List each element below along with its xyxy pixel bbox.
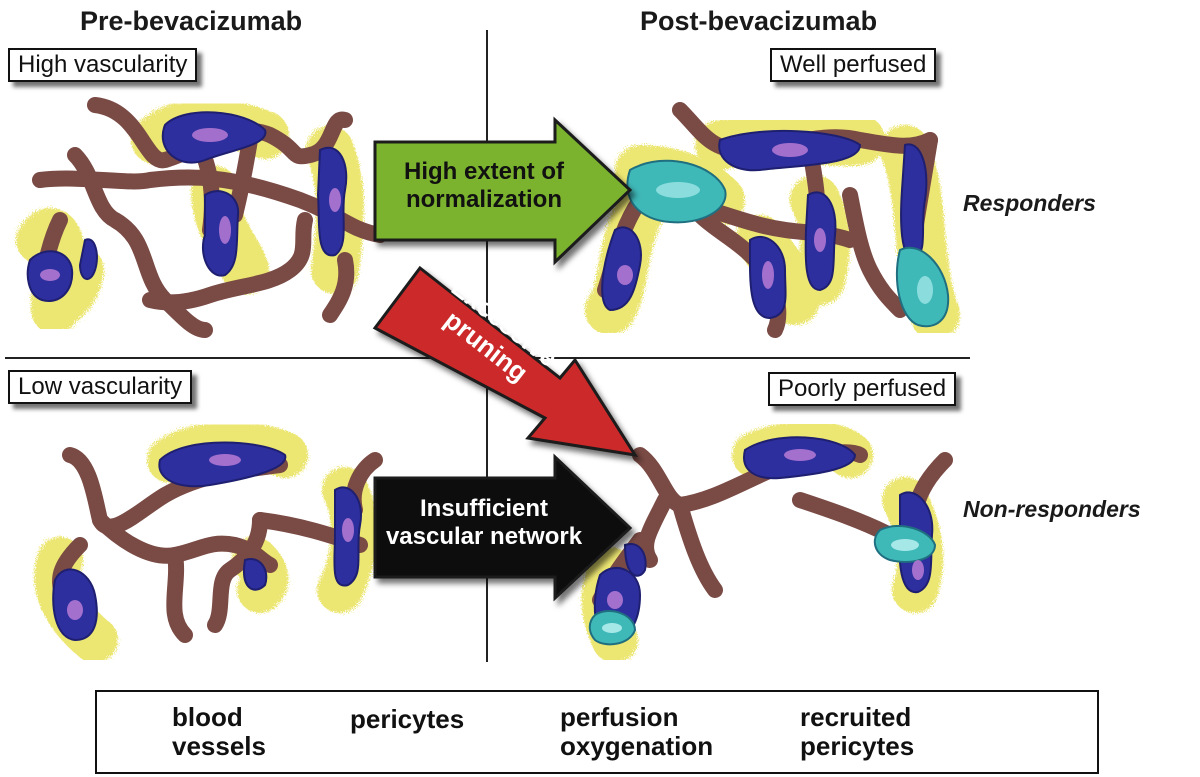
green-arrow-line1: High extent of xyxy=(404,158,564,185)
black-arrow xyxy=(373,453,633,602)
black-arrow-line2: vascular network xyxy=(385,522,583,550)
red-arrow xyxy=(372,265,639,458)
legend-blood-vessels-line1: blood xyxy=(172,702,243,732)
green-arrow xyxy=(373,116,633,266)
header-post: Post-bevacizumab xyxy=(640,6,878,36)
legend-blood-vessels-text: blood vessels xyxy=(172,702,266,762)
black-arrow-text: Insufficient vascular network xyxy=(384,495,584,550)
legend-recruited-line1: recruited xyxy=(800,702,912,732)
black-arrow-line1: Insufficient xyxy=(419,495,548,522)
label-high-vascularity: High vascularity xyxy=(8,48,198,82)
legend-pericytes-text: pericytes xyxy=(350,704,465,734)
green-arrow-text: High extent of normalization xyxy=(384,158,584,213)
network-well-perfused xyxy=(585,102,960,340)
legend-perfusion-line2: oxygenation xyxy=(560,731,714,762)
label-well-perfused: Well perfused xyxy=(770,48,937,82)
legend-perfusion-line1: perfusion xyxy=(560,702,679,732)
legend-recruited-line2: pericytes xyxy=(800,731,915,762)
outcome-responders: Responders xyxy=(963,190,1096,216)
legend-blood-vessels-line2: vessels xyxy=(172,731,266,762)
label-low-vascularity: Low vascularity xyxy=(8,370,193,404)
legend-recruited-text: recruited pericytes xyxy=(800,702,915,762)
legend-perfusion-text: perfusion oxygenation xyxy=(560,702,714,762)
header-pre: Pre-bevacizumab xyxy=(80,6,303,36)
network-poorly-perfused xyxy=(581,420,953,663)
legend xyxy=(95,690,1099,774)
network-high-vascularity xyxy=(16,97,388,338)
label-poorly-perfused: Poorly perfused xyxy=(768,372,957,406)
outcome-non-responders: Non-responders xyxy=(963,496,1141,522)
network-low-vascularity xyxy=(34,421,383,663)
green-arrow-line2: normalization xyxy=(405,185,562,213)
